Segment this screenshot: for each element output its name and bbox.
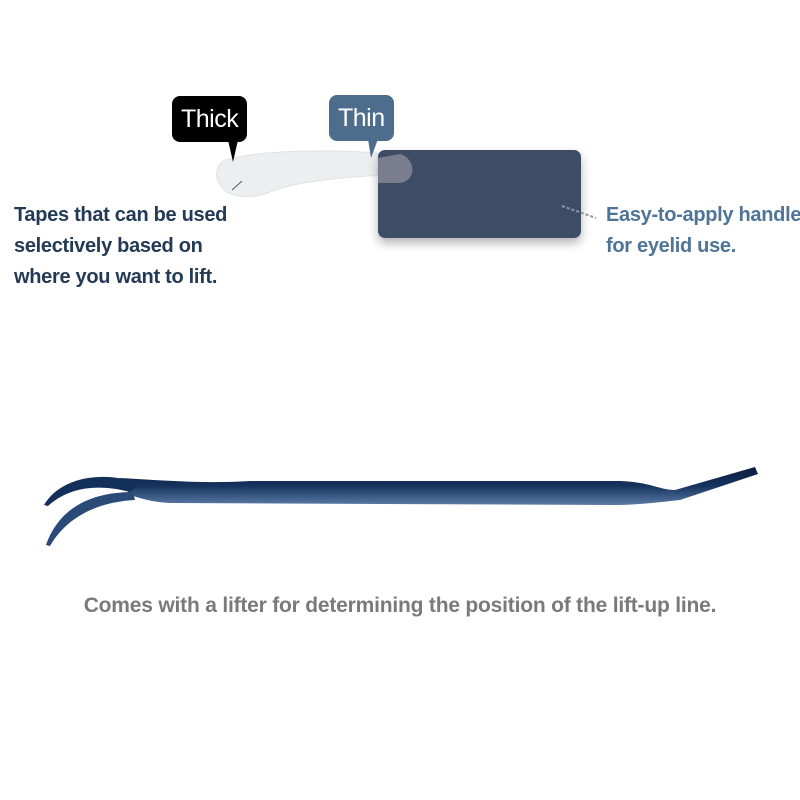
lifter-tool [44, 467, 758, 546]
application-handle [378, 150, 581, 238]
handle-description: Easy-to-apply handle for eyelid use. [606, 204, 800, 257]
thin-label: Thin [329, 95, 394, 141]
tape-description: Tapes that can be used selectively based… [14, 204, 228, 288]
thick-pointer [228, 140, 238, 162]
eyelid-tape [216, 150, 406, 198]
thin-pointer [368, 139, 378, 158]
thick-label: Thick [172, 96, 248, 142]
lifter-caption: Comes with a lifter for determining the … [83, 594, 717, 617]
